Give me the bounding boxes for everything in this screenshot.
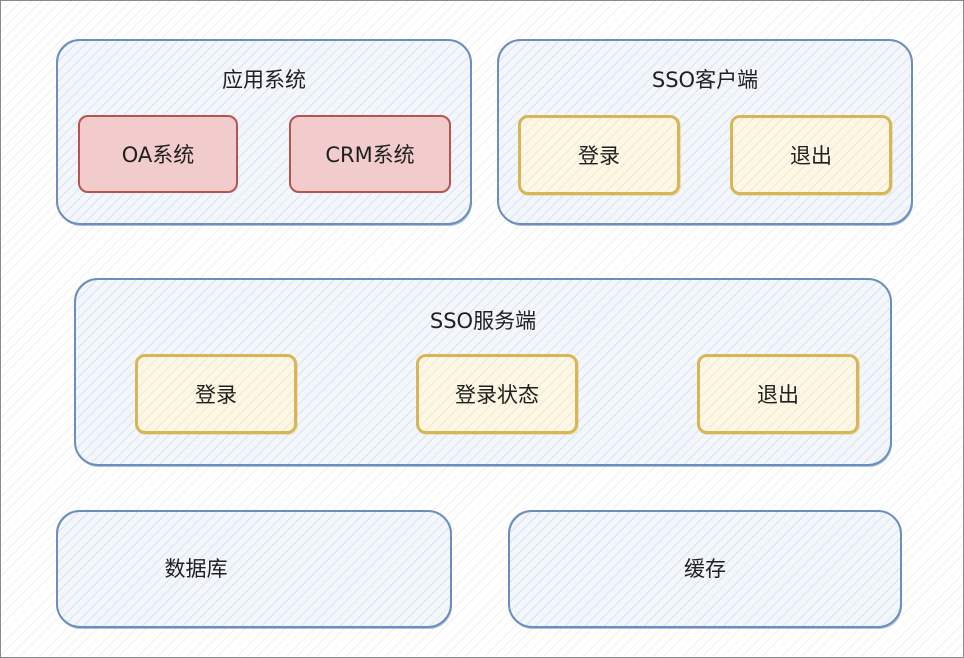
sso-client-title: SSO客户端 [651, 68, 759, 92]
server-login-node[interactable]: 登录 [135, 354, 297, 434]
crm-system-node[interactable]: CRM系统 [289, 115, 451, 193]
server-logout-node[interactable]: 退出 [697, 354, 859, 434]
login-status-node[interactable]: 登录状态 [416, 354, 578, 434]
sso-server-title: SSO服务端 [429, 309, 537, 333]
oa-system-node[interactable]: OA系统 [78, 115, 238, 193]
cache-group[interactable]: 缓存 [508, 510, 902, 628]
client-login-node[interactable]: 登录 [518, 115, 680, 195]
database-group[interactable]: 数据库 [56, 510, 452, 628]
sso-client-group[interactable]: SSO客户端 登录 退出 [497, 39, 913, 225]
cache-label: 缓存 [684, 557, 726, 581]
app-system-title: 应用系统 [222, 68, 306, 92]
client-logout-node[interactable]: 退出 [730, 115, 892, 195]
app-system-group[interactable]: 应用系统 OA系统 CRM系统 [56, 39, 472, 225]
sso-server-group[interactable]: SSO服务端 登录 登录状态 退出 [74, 278, 892, 466]
database-label: 数据库 [164, 557, 228, 581]
